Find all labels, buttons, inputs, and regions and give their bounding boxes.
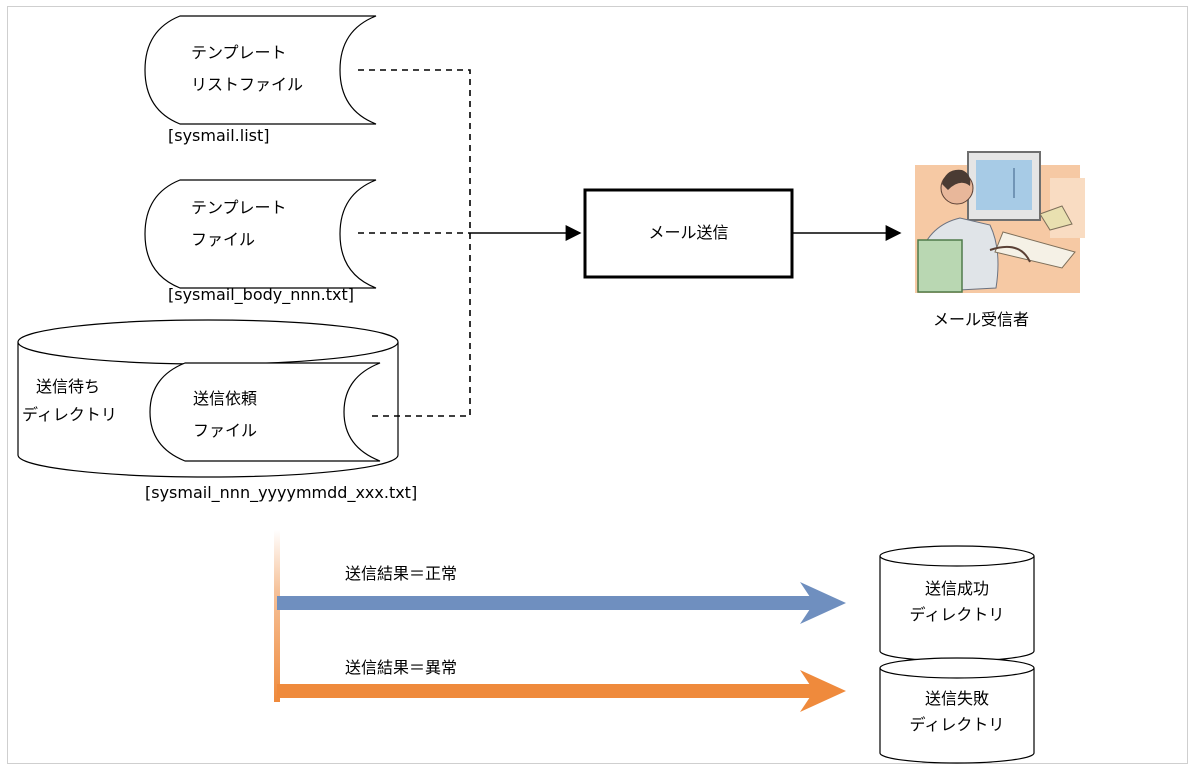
template-list-line2: リストファイル bbox=[191, 75, 304, 94]
dashed-connectors bbox=[358, 69, 471, 417]
result-branch-line bbox=[274, 530, 280, 702]
failure-result-label: 送信結果＝異常 bbox=[345, 658, 458, 677]
failure-directory-cylinder bbox=[879, 657, 1035, 764]
mail-send-label: メール送信 bbox=[648, 223, 729, 242]
request-line1: 送信依頼 bbox=[193, 389, 258, 408]
waiting-dir-line2: ディレクトリ bbox=[22, 405, 117, 424]
template-list-filename: [sysmail.list] bbox=[168, 126, 270, 145]
success-dir-line1: 送信成功 bbox=[924, 579, 989, 598]
waiting-dir-line1: 送信待ち bbox=[36, 377, 101, 396]
template-filename: [sysmail_body_nnn.txt] bbox=[168, 285, 354, 304]
diagram-frame bbox=[7, 6, 1188, 764]
failure-arrow bbox=[277, 670, 846, 712]
template-file-shape bbox=[144, 179, 377, 289]
mail-send-box bbox=[583, 188, 794, 279]
template-line2: ファイル bbox=[191, 230, 256, 249]
request-file-shape bbox=[149, 362, 381, 462]
success-arrow bbox=[277, 582, 846, 624]
success-directory-cylinder bbox=[879, 545, 1035, 662]
failure-dir-line1: 送信失敗 bbox=[924, 689, 989, 708]
template-line1: テンプレート bbox=[191, 198, 287, 217]
success-result-label: 送信結果＝正常 bbox=[345, 564, 458, 583]
template-list-line1: テンプレート bbox=[191, 43, 287, 62]
success-dir-line2: ディレクトリ bbox=[909, 605, 1005, 624]
template-list-file-shape bbox=[144, 15, 377, 125]
request-filename: [sysmail_nnn_yyyymmdd_xxx.txt] bbox=[145, 483, 418, 502]
request-line2: ファイル bbox=[193, 421, 258, 440]
recipient-label: メール受信者 bbox=[933, 310, 1030, 329]
failure-dir-line2: ディレクトリ bbox=[909, 715, 1005, 734]
recipient-person-icon bbox=[915, 151, 1085, 293]
